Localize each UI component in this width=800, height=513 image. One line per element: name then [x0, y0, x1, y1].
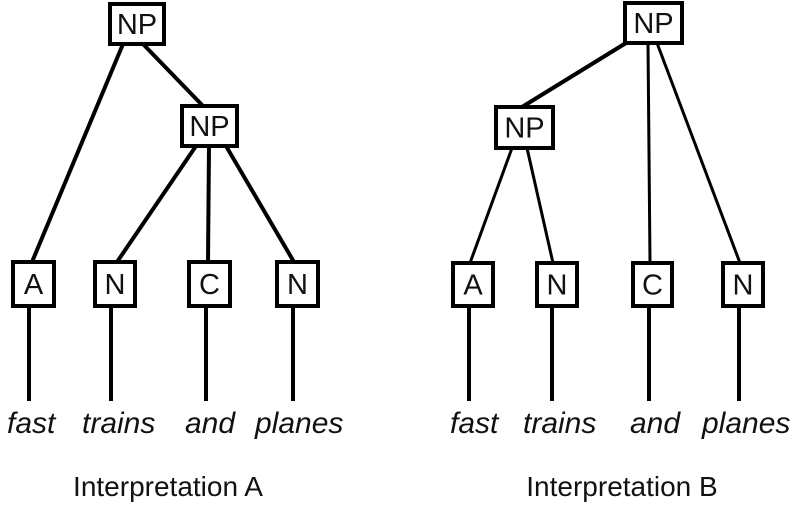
tree-edge-a-np-sub-to-a-pos-n2	[224, 144, 296, 264]
node-box-b-pos-n2[interactable]	[721, 261, 765, 308]
tree-edge-a-np-sub-to-a-pos-n1	[115, 144, 198, 264]
node-label-a-np-root: NP	[117, 9, 157, 41]
node-label-b-pos-a: A	[463, 270, 483, 302]
leaf-word-b-word-trains: trains	[523, 407, 596, 440]
tree-edge-a-np-sub-to-a-pos-c	[206, 145, 211, 263]
tree-edge-b-np-root-to-b-np-sub	[520, 41, 628, 109]
tree-edge-b-np-root-to-b-pos-n2	[655, 42, 742, 264]
tree-edge-b-np-root-to-b-pos-c	[646, 42, 652, 264]
node-box-b-pos-c[interactable]	[631, 261, 674, 308]
tree-node-a-pos-c[interactable]: C	[187, 260, 232, 308]
node-box-b-pos-n1[interactable]	[535, 261, 579, 308]
node-box-a-pos-n1[interactable]	[93, 260, 137, 308]
leaf-word-b-word-and: and	[630, 407, 681, 440]
tree-node-b-np-root[interactable]: NP	[623, 1, 684, 45]
tree-node-b-pos-n1[interactable]: N	[535, 261, 579, 308]
node-label-a-pos-c: C	[199, 269, 220, 301]
caption-interpretation-b: Interpretation B	[526, 471, 717, 502]
node-label-b-np-root: NP	[633, 8, 673, 40]
tree-edge-a-np-root-to-a-np-sub	[141, 42, 205, 108]
leaf-word-a-word-and: and	[185, 407, 236, 440]
tree-node-b-pos-n2[interactable]: N	[721, 261, 765, 308]
node-box-a-pos-c[interactable]	[187, 260, 232, 308]
tree-node-a-pos-n2[interactable]: N	[275, 260, 320, 308]
node-label-a-pos-n2: N	[287, 269, 308, 301]
node-label-b-pos-c: C	[642, 270, 663, 302]
node-label-a-pos-a: A	[24, 269, 44, 301]
node-box-a-np-root[interactable]	[108, 2, 166, 46]
node-label-b-pos-n2: N	[733, 270, 754, 302]
tree-edge-a-np-root-to-a-pos-a	[30, 43, 125, 263]
node-box-b-pos-a[interactable]	[451, 261, 495, 308]
leaf-word-b-word-planes: planes	[701, 407, 790, 440]
node-label-a-pos-n1: N	[105, 269, 126, 301]
leaf-word-b-word-fast: fast	[450, 407, 500, 440]
node-box-a-np-sub[interactable]	[180, 104, 239, 148]
leaf-word-a-word-trains: trains	[82, 407, 155, 440]
tree-node-b-pos-a[interactable]: A	[451, 261, 495, 308]
node-box-b-np-root[interactable]	[623, 1, 684, 45]
leaf-word-a-word-planes: planes	[254, 407, 343, 440]
node-label-a-np-sub: NP	[189, 111, 229, 143]
node-label-b-pos-n1: N	[547, 270, 568, 302]
tree-node-a-np-root[interactable]: NP	[108, 2, 166, 46]
tree-node-a-np-sub[interactable]: NP	[180, 104, 239, 148]
node-box-a-pos-n2[interactable]	[275, 260, 320, 308]
tree-edge-b-np-sub-to-b-pos-n1	[525, 147, 555, 264]
tree-node-b-np-sub[interactable]: NP	[494, 105, 555, 150]
node-box-a-pos-a[interactable]	[11, 260, 56, 308]
node-box-b-np-sub[interactable]	[494, 105, 555, 150]
tree-node-a-pos-n1[interactable]: N	[93, 260, 137, 308]
caption-interpretation-a: Interpretation A	[73, 471, 263, 502]
tree-node-b-pos-c[interactable]: C	[631, 261, 674, 308]
tree-node-a-pos-a[interactable]: A	[11, 260, 56, 308]
leaf-word-a-word-fast: fast	[7, 407, 57, 440]
node-label-b-np-sub: NP	[504, 113, 544, 145]
tree-edge-b-np-sub-to-b-pos-a	[468, 147, 514, 264]
